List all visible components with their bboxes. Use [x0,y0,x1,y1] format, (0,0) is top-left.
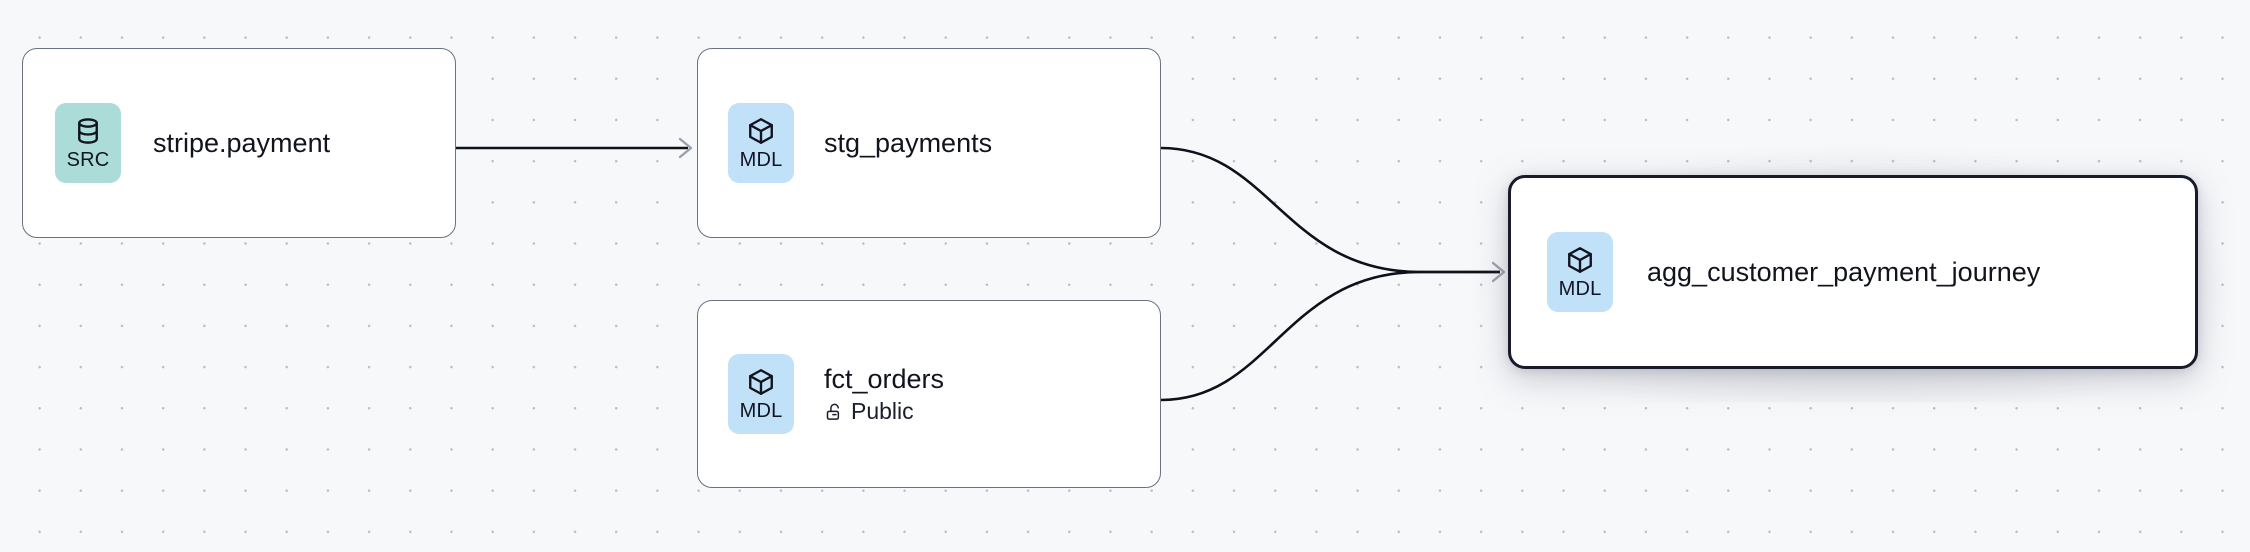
node-visibility-label: Public [851,397,914,424]
cube-icon [749,369,773,395]
cube-icon [1568,247,1592,273]
node-type-badge-mdl: MDL [728,354,794,434]
node-body: agg_customer_payment_journey [1647,257,2040,287]
unlock-icon [826,403,840,420]
node-body: stripe.payment [153,128,330,158]
node-type-badge-mdl: MDL [728,103,794,183]
badge-label: MDL [1558,278,1602,300]
lineage-node-fct-orders[interactable]: MDL fct_orders Public [697,300,1161,488]
node-title: fct_orders [824,363,945,394]
node-title: stg_payments [824,127,993,158]
node-type-badge-mdl: MDL [1547,232,1613,312]
badge-label: MDL [739,400,783,422]
lineage-node-agg-customer-payment-journey[interactable]: MDL agg_customer_payment_journey [1508,175,2198,369]
badge-label: SRC [66,149,110,171]
database-icon [78,118,98,144]
cube-icon [749,118,773,144]
node-body: fct_orders Public [824,364,944,425]
node-body: stg_payments [824,128,992,158]
node-visibility: Public [824,397,944,424]
node-title: agg_customer_payment_journey [1647,256,2041,287]
arrowhead-into-agg [1491,261,1506,283]
badge-label: MDL [739,149,783,171]
node-type-badge-src: SRC [55,103,121,183]
lineage-node-stg-payments[interactable]: MDL stg_payments [697,48,1161,238]
edge-stg-to-agg [1160,146,1500,274]
arrowhead-into-stg [678,137,693,159]
node-title: stripe.payment [153,127,331,158]
edge-fct-to-agg [1160,270,1500,402]
lineage-node-stripe-payment[interactable]: SRC stripe.payment [22,48,456,238]
